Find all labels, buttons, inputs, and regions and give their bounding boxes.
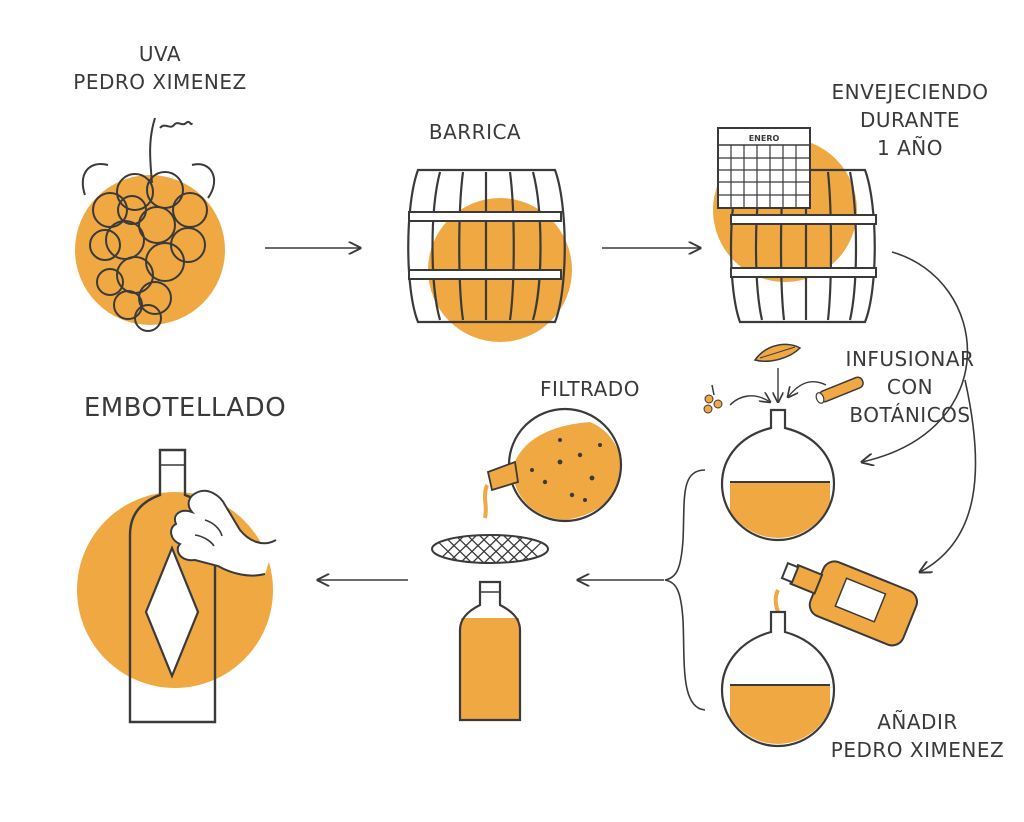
cinnamon-icon — [815, 376, 864, 404]
filter-step-label: FILTRADO — [520, 375, 660, 403]
aging-label-line3: 1 AÑO — [877, 136, 943, 160]
filter-sieve-icon — [431, 534, 549, 564]
arrow-berries — [729, 396, 770, 406]
flask-icon-2 — [720, 610, 836, 748]
grape-step-label: UVA PEDRO XIMENEZ — [60, 40, 260, 96]
hand-icon — [170, 489, 277, 577]
bottling-bottle-icon — [77, 448, 273, 724]
add-px-label-line1: AÑADIR — [877, 710, 958, 734]
berries-icon — [703, 384, 723, 414]
aging-label-line2: DURANTE — [859, 108, 961, 132]
aging-step-label: ENVEJECIENDO DURANTE 1 AÑO — [830, 78, 990, 162]
bottling-step-label: EMBOTELLADO — [60, 392, 310, 424]
filter-magnified-icon — [482, 407, 623, 523]
grape-label-line2: PEDRO XIMENEZ — [73, 70, 247, 94]
bottling-label: EMBOTELLADO — [83, 393, 287, 423]
leaf-icon — [753, 343, 802, 362]
filtered-bottle-icon — [458, 580, 522, 722]
liquor-bottle-icon — [780, 560, 918, 647]
barrel-step-label: BARRICA — [400, 118, 550, 146]
calendar-icon: ENERO — [717, 127, 811, 209]
arrow-cinnamon — [788, 381, 827, 397]
add-px-label-line2: PEDRO XIMENEZ — [830, 738, 1005, 762]
filter-label: FILTRADO — [540, 377, 640, 401]
grape-label-line1: UVA — [138, 42, 182, 66]
infuse-label-line1: INFUSIONAR — [845, 347, 975, 371]
aging-label-line1: ENVEJECIENDO — [831, 80, 989, 104]
barrel-icon — [407, 168, 572, 342]
pour-stream — [773, 589, 780, 613]
arrow-aging-to-add-px — [920, 379, 977, 572]
grape-icon — [75, 117, 225, 332]
add-px-step-label: AÑADIR PEDRO XIMENEZ — [830, 708, 1005, 764]
merge-brace — [664, 469, 706, 711]
flask-icon — [720, 408, 836, 542]
calendar-month: ENERO — [749, 134, 780, 143]
arrow-aging-to-infuse — [862, 251, 969, 462]
barrel-label: BARRICA — [428, 120, 522, 144]
infuse-label-line2: CON — [886, 375, 934, 399]
